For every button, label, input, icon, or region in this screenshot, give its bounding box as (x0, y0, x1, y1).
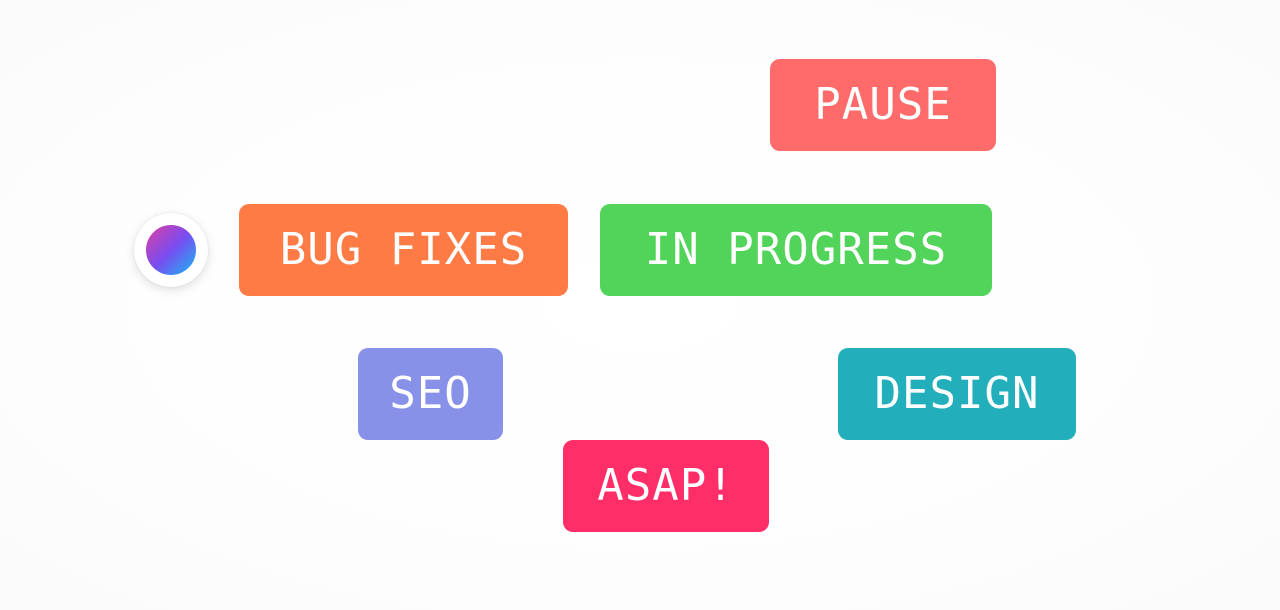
tag-label: DESIGN (874, 368, 1040, 419)
tag-label: ASAP! (597, 460, 735, 511)
tag-label: PAUSE (814, 79, 952, 130)
tag-label: IN PROGRESS (644, 224, 948, 275)
tag-pause[interactable]: PAUSE (770, 59, 996, 151)
color-picker-handle[interactable] (134, 213, 208, 287)
tag-asap[interactable]: ASAP! (563, 440, 769, 532)
tag-in-progress[interactable]: IN PROGRESS (600, 204, 992, 296)
tag-label: SEO (389, 368, 472, 419)
tag-bug-fixes[interactable]: BUG FIXES (239, 204, 568, 296)
color-dot-icon (146, 225, 196, 275)
tag-design[interactable]: DESIGN (838, 348, 1076, 440)
tag-label: BUG FIXES (279, 224, 528, 275)
tag-seo[interactable]: SEO (358, 348, 503, 440)
